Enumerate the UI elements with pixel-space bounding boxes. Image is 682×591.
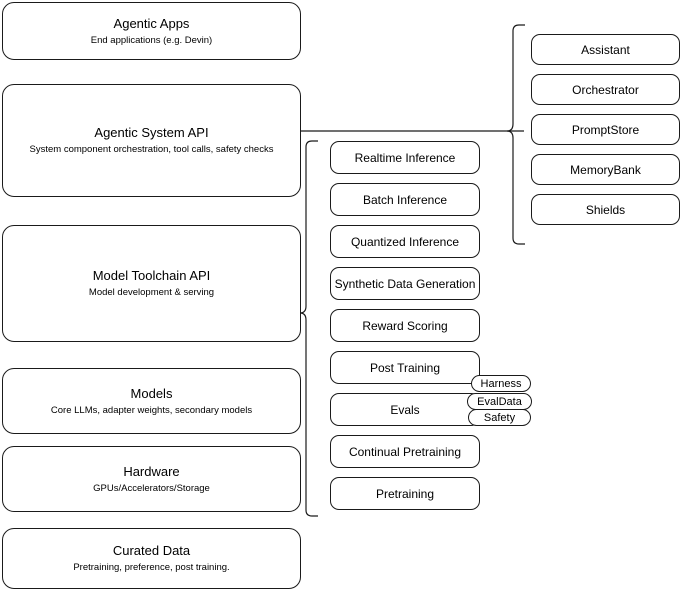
evals-subitem-safety[interactable]: Safety [468, 409, 531, 426]
evals-subitem-label: Safety [483, 411, 516, 424]
stack-layer-model-toolchain-api[interactable]: Model Toolchain API Model development & s… [2, 225, 301, 342]
system-component-label: MemoryBank [570, 162, 641, 177]
evals-subitem-evaldata[interactable]: EvalData [467, 393, 532, 410]
toolchain-item-synthetic-data-generation[interactable]: Synthetic Data Generation [330, 267, 480, 300]
toolchain-item-label: Synthetic Data Generation [334, 276, 476, 291]
system-component-memorybank[interactable]: MemoryBank [531, 154, 680, 185]
toolchain-item-quantized-inference[interactable]: Quantized Inference [330, 225, 480, 258]
toolchain-item-continual-pretraining[interactable]: Continual Pretraining [330, 435, 480, 468]
toolchain-item-post-training[interactable]: Post Training [330, 351, 480, 384]
toolchain-item-realtime-inference[interactable]: Realtime Inference [330, 141, 480, 174]
stack-layer-title: Curated Data [112, 543, 191, 558]
stack-layer-subtitle: Pretraining, preference, post training. [73, 562, 230, 573]
toolchain-item-label: Reward Scoring [362, 318, 448, 333]
system-component-label: Assistant [581, 42, 630, 57]
system-component-promptstore[interactable]: PromptStore [531, 114, 680, 145]
toolchain-item-label: Evals [390, 402, 420, 417]
toolchain-item-pretraining[interactable]: Pretraining [330, 477, 480, 510]
evals-subitem-label: Harness [480, 377, 522, 390]
stack-layer-title: Agentic Apps [113, 15, 190, 31]
evals-subitem-label: EvalData [477, 395, 522, 408]
toolchain-item-label: Continual Pretraining [348, 444, 462, 459]
system-component-label: Shields [585, 202, 626, 217]
system-component-assistant[interactable]: Assistant [531, 34, 680, 65]
stack-layer-subtitle: System component orchestration, tool cal… [29, 144, 274, 155]
toolchain-item-evals[interactable]: Evals [330, 393, 480, 426]
toolchain-item-label: Batch Inference [362, 192, 448, 207]
toolchain-item-label: Realtime Inference [354, 150, 456, 165]
stack-layer-title: Models [130, 385, 173, 401]
stack-layer-agentic-system-api[interactable]: Agentic System API System component orche… [2, 84, 301, 197]
toolchain-item-label: Quantized Inference [350, 234, 460, 249]
toolchain-item-label: Post Training [369, 360, 441, 375]
stack-layer-title: Agentic System API [94, 125, 209, 140]
stack-layer-subtitle: Model development & serving [88, 287, 215, 298]
stack-layer-subtitle: GPUs/Accelerators/Storage [93, 482, 210, 494]
system-component-orchestrator[interactable]: Orchestrator [531, 74, 680, 105]
toolchain-item-reward-scoring[interactable]: Reward Scoring [330, 309, 480, 342]
toolchain-item-label: Pretraining [375, 486, 435, 501]
stack-layer-title: Model Toolchain API [92, 268, 211, 283]
stack-layer-title: Hardware [123, 463, 180, 479]
system-component-label: PromptStore [571, 122, 640, 137]
system-component-shields[interactable]: Shields [531, 194, 680, 225]
system-component-label: Orchestrator [572, 82, 639, 97]
stack-layer-subtitle: End applications (e.g. Devin) [90, 34, 213, 46]
stack-layer-subtitle: Core LLMs, adapter weights, secondary mo… [50, 404, 253, 416]
evals-subitem-harness[interactable]: Harness [471, 375, 531, 392]
toolchain-item-batch-inference[interactable]: Batch Inference [330, 183, 480, 216]
